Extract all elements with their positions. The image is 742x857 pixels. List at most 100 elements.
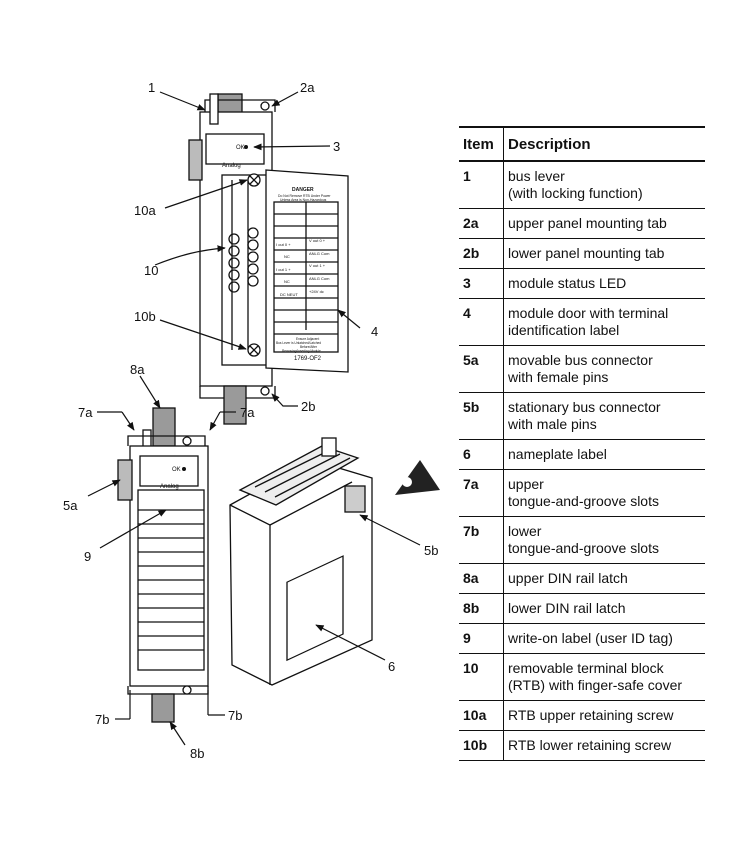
- item-description: module status LED: [503, 268, 705, 299]
- terminal-24vdc: +24V dc: [309, 289, 324, 294]
- item-number: 5a: [463, 352, 479, 368]
- item-number: 1: [463, 168, 471, 184]
- table-row: 10 removable terminal block(RTB) with fin…: [459, 653, 705, 701]
- table-row: 1 bus lever(with locking function): [459, 161, 705, 209]
- callout-7a-left: 7a: [78, 405, 93, 420]
- item-number: 2a: [463, 215, 479, 231]
- description-line: lower: [508, 523, 542, 539]
- callout-6: 6: [388, 659, 395, 674]
- item-number: 7a: [463, 476, 479, 492]
- description-line: upper panel mounting tab: [508, 215, 667, 231]
- door-bottom-line-2: Bus Lever is Unlatched/Latched: [276, 341, 321, 345]
- callout-7b-left: 7b: [95, 712, 109, 727]
- item-description: RTB lower retaining screw: [503, 730, 705, 761]
- description-line: module status LED: [508, 275, 627, 291]
- description-line: bus lever: [508, 168, 565, 184]
- item-description: removable terminal block(RTB) with finge…: [503, 653, 705, 701]
- description-line: upper DIN rail latch: [508, 570, 628, 586]
- callout-10b: 10b: [134, 309, 156, 324]
- item-number: 8b: [463, 600, 480, 616]
- terminal-anlg-com-1: ANLG Com: [309, 251, 330, 256]
- item-description: upper panel mounting tab: [503, 208, 705, 239]
- din-rail-upper-latch: [152, 407, 176, 447]
- write-on-label-grid: [138, 509, 204, 651]
- terminal-i1-plus: I out 1 +: [276, 267, 291, 272]
- callout-1: 1: [148, 80, 155, 95]
- item-number: 8a: [463, 570, 479, 586]
- item-number: 7b: [463, 523, 480, 539]
- mounting-hole-top: [260, 101, 270, 111]
- callout-8b: 8b: [190, 746, 204, 761]
- description-line: RTB upper retaining screw: [508, 707, 674, 723]
- terminal-v1-plus: V out 1 +: [309, 263, 326, 268]
- terminal-v0-plus: V out 0 +: [309, 238, 326, 243]
- table-row: 8a upper DIN rail latch: [459, 563, 705, 594]
- door-bottom-line-4: Removing/Inserting Module: [282, 349, 321, 353]
- esd-warning-icon: [395, 460, 440, 495]
- callout-7b-right: 7b: [228, 708, 242, 723]
- legend-header-row: Item Description: [459, 127, 705, 161]
- lower-status-ok-label: OK: [172, 467, 181, 473]
- description-line: nameplate label: [508, 446, 607, 462]
- description-line: stationary bus connector: [508, 399, 661, 415]
- description-line: with female pins: [508, 369, 609, 385]
- description-line: (with locking function): [508, 185, 643, 201]
- item-number: 4: [463, 305, 471, 321]
- table-row: 6 nameplate label: [459, 439, 705, 470]
- terminal-nc-1: NC: [284, 254, 290, 259]
- terminal-dc-neut: DC NEUT: [280, 292, 298, 297]
- item-description: bus lever(with locking function): [503, 161, 705, 209]
- callout-9: 9: [84, 549, 91, 564]
- item-column-header: Item: [463, 135, 494, 153]
- bus-lever: [209, 93, 219, 125]
- analog-label: Analog: [222, 163, 241, 169]
- item-number: 3: [463, 275, 471, 291]
- stationary-bus-connector: [344, 485, 366, 513]
- description-line: identification label: [508, 322, 620, 338]
- legend-body: 1 bus lever(with locking function) 2a upper…: [459, 161, 705, 761]
- item-number: 10: [463, 660, 479, 676]
- callout-4: 4: [371, 324, 378, 339]
- table-row: 8b lower DIN rail latch: [459, 593, 705, 624]
- side-view-module: [229, 437, 373, 686]
- description-line: tongue-and-groove slots: [508, 540, 659, 556]
- catalog-number: 1769-OF2: [294, 356, 322, 362]
- callout-5a: 5a: [63, 498, 78, 513]
- danger-line-2: Unless Area is Non-Hazardous: [280, 198, 327, 202]
- lower-module-front-view: [117, 407, 209, 723]
- terminal-anlg-com-2: ANLG Com: [309, 276, 330, 281]
- lower-analog-label: Analog: [160, 484, 179, 490]
- description-line: lower DIN rail latch: [508, 600, 626, 616]
- callout-8a: 8a: [130, 362, 145, 377]
- terminal-nc-2: NC: [284, 279, 290, 284]
- description-line: RTB lower retaining screw: [508, 737, 672, 753]
- din-rail-lower-latch: [151, 693, 175, 723]
- terminal-i0-plus: I out 0 +: [276, 242, 291, 247]
- description-line: tongue-and-groove slots: [508, 493, 659, 509]
- callout-10a: 10a: [134, 203, 156, 218]
- status-ok-label: OK: [236, 145, 245, 151]
- item-number: 2b: [463, 245, 480, 261]
- item-description: write-on label (user ID tag): [503, 623, 705, 654]
- danger-title: DANGER: [292, 187, 314, 193]
- door-label-grid: [274, 202, 338, 335]
- item-description: nameplate label: [503, 439, 705, 470]
- door-bottom-line-1: Ensure Adjacent: [296, 337, 319, 341]
- parts-legend-table: Item Description 1 bus lever(with locking…: [459, 126, 705, 761]
- callout-10: 10: [144, 263, 158, 278]
- nameplate-label: [286, 555, 344, 662]
- description-column-header: Description: [503, 127, 705, 161]
- callout-5b: 5b: [424, 543, 438, 558]
- rtb-region: [221, 174, 271, 366]
- item-number: 6: [463, 446, 471, 462]
